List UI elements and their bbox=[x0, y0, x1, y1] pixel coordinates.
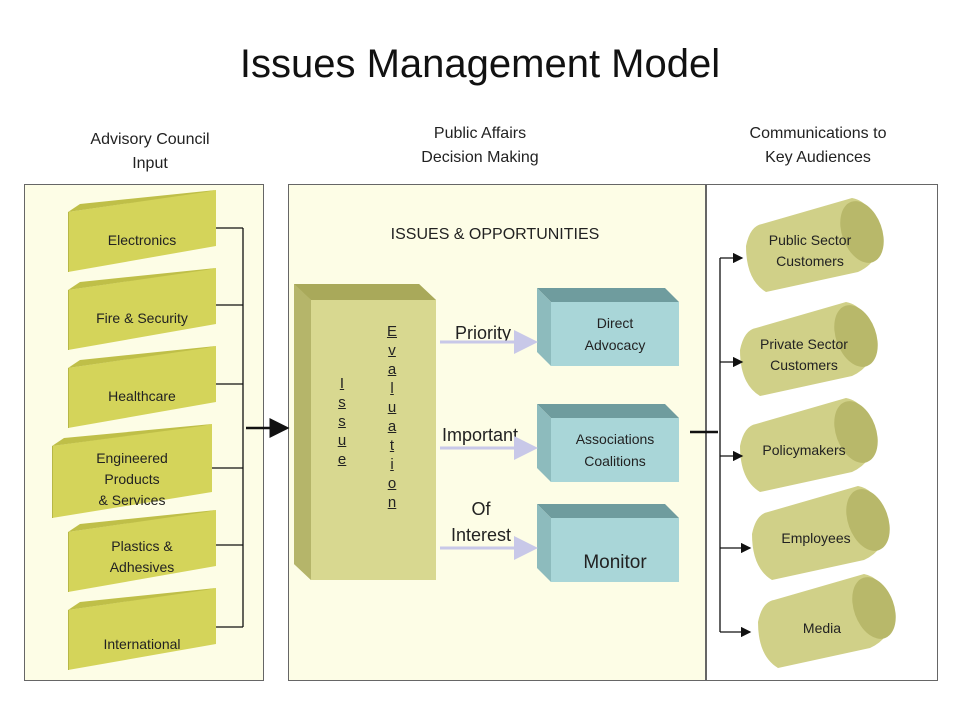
advisory-box: Electronics bbox=[68, 190, 216, 272]
monitor-label: Monitor bbox=[583, 552, 647, 573]
issue-letter: I bbox=[339, 375, 345, 392]
advisory-box: Plastics & Adhesives bbox=[68, 510, 216, 592]
issues-opportunities-heading: ISSUES & OPPORTUNITIES bbox=[390, 226, 600, 243]
direct-advocacy-label: Direct Advocacy bbox=[584, 315, 646, 353]
evaluation-letter: o bbox=[387, 475, 397, 492]
decision-making-heading: Public Affairs Decision Making bbox=[421, 125, 539, 166]
audience-pill: Policymakers bbox=[734, 396, 884, 496]
priority-label: Priority bbox=[454, 323, 511, 343]
advisory-box-label: Electronics bbox=[107, 232, 177, 248]
evaluation-letter: n bbox=[387, 494, 397, 511]
advisory-box-label: Fire & Security bbox=[96, 310, 188, 326]
advisory-box-label: International bbox=[103, 636, 181, 652]
issue-letter: s bbox=[338, 413, 346, 430]
issue-letter: e bbox=[337, 451, 347, 468]
advisory-box-label: Plastics & Adhesives bbox=[109, 538, 175, 575]
evaluation-letter: a bbox=[387, 361, 397, 378]
advisory-box: International bbox=[68, 588, 216, 670]
advisory-box-label: Engineered Products & Services bbox=[96, 450, 168, 508]
audience-label: Private Sector Customers bbox=[760, 336, 848, 373]
communications-heading: Communications to Key Audiences bbox=[749, 125, 887, 166]
audience-label: Policymakers bbox=[762, 442, 846, 458]
evaluation-letter: E bbox=[386, 323, 397, 340]
evaluation-letter: u bbox=[387, 399, 397, 416]
important-label: Important bbox=[441, 425, 519, 445]
evaluation-letter: l bbox=[390, 380, 394, 397]
evaluation-letter: t bbox=[389, 437, 395, 454]
direct-advocacy-box: Direct Advocacy bbox=[537, 288, 679, 366]
audience-label: Public Sector Customers bbox=[768, 232, 852, 269]
issue-letter: s bbox=[338, 394, 346, 411]
audience-pill: Private Sector Customers bbox=[734, 300, 884, 400]
evaluation-letter: v bbox=[388, 342, 396, 359]
audience-label: Media bbox=[802, 620, 842, 636]
associations-coalitions-box: Associations Coalitions bbox=[537, 404, 679, 482]
audience-pill: Public Sector Customers bbox=[740, 196, 890, 296]
audience-pill: Media bbox=[752, 572, 902, 672]
evaluation-letter: i bbox=[390, 456, 394, 473]
of-interest-label: Of Interest bbox=[450, 499, 512, 545]
advisory-box: Healthcare bbox=[68, 346, 216, 428]
advisory-box-label: Healthcare bbox=[108, 388, 176, 404]
issue-letter: u bbox=[337, 432, 347, 449]
evaluation-letter: a bbox=[387, 418, 397, 435]
advisory-box: Fire & Security bbox=[68, 268, 216, 350]
advisory-box: Engineered Products & Services bbox=[52, 424, 212, 518]
audience-pill: Employees bbox=[746, 484, 896, 584]
issue-evaluation-block bbox=[294, 284, 436, 580]
page-title: Issues Management Model bbox=[239, 42, 721, 86]
associations-coalitions-label: Associations Coalitions bbox=[575, 431, 655, 469]
monitor-box: Monitor bbox=[537, 504, 679, 582]
audience-label: Employees bbox=[781, 530, 851, 546]
advisory-council-heading: Advisory Council Input bbox=[90, 131, 210, 172]
